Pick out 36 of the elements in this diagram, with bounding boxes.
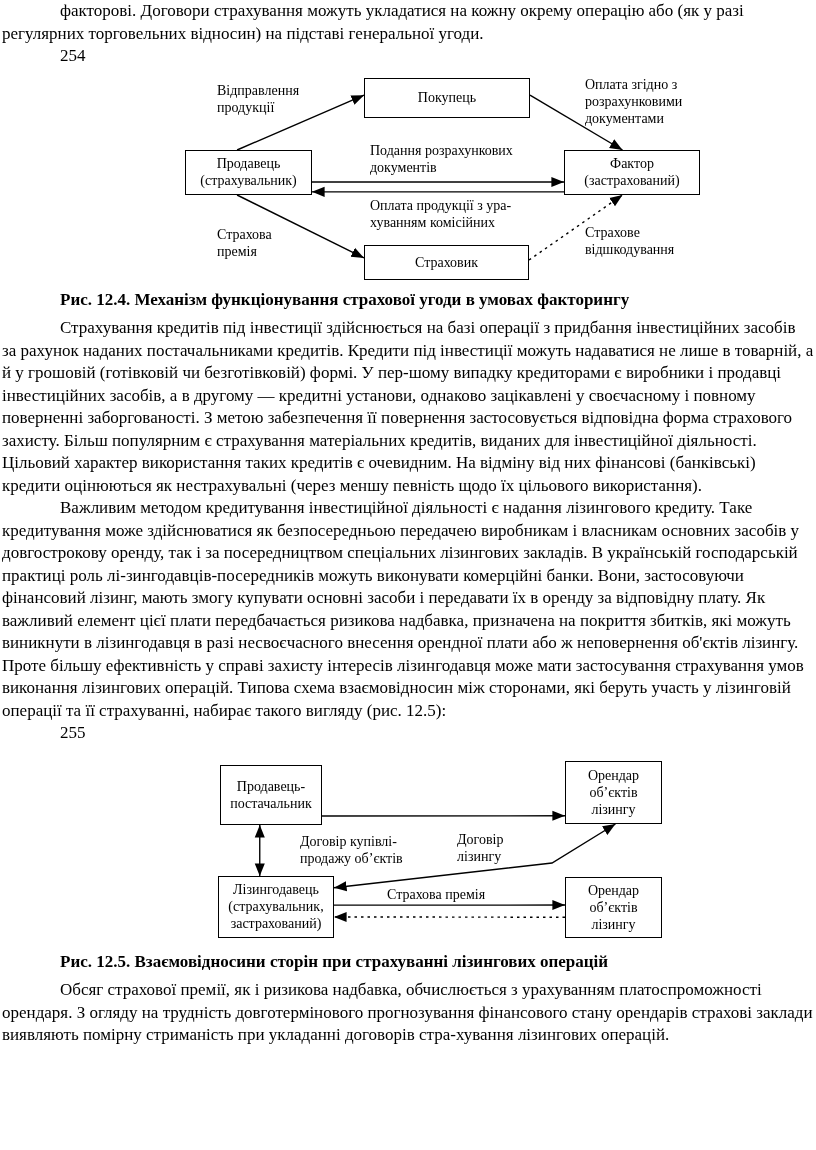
arrow <box>528 193 624 261</box>
arrow <box>333 899 566 910</box>
page-number: 254 <box>60 45 87 67</box>
page-number: 255 <box>60 722 87 744</box>
edge-label: Подання розрахункових документів <box>370 141 514 176</box>
party-box: Фактор (застрахований) <box>564 149 700 195</box>
figure-caption: Рис. 12.5. Взаємовідносини сторін при страхуванні лізингових операцій <box>60 950 610 973</box>
paragraph-text: Страхування кредитів під інвестиції здійснюється на базі операції з придбання інвестиційних засобів за рахунок наданих постачальниками кредитів. Кредити під інвестиції можуть надаватися не лише в товарній, а й у грошовій (готівковій чи безготівковій) формі. У пер-шому випадку кредиторами є виробники і продавці інвестиційних засобів, а в другому — кредитні установи, однаково зацікавлені у своєчасному і повному поверненні заборгованості. З метою забезпечення її повернення застосовується відповідна форма страхового захисту. Більш популярним є страхування матеріальних кредитів, виданих для інвестиційної діяльності. Цільовий характер використання таких кредитів є очевидним. На відміну від них фінансові (банківські) кредити оцінюються як нестрахувальні (через меншу певність щодо їх цільового використання). <box>2 317 814 497</box>
arrow <box>311 186 565 197</box>
paragraph-text: факторові. Договори страхування можуть укладатися на кожну окрему операцію або (як у разі регулярних торговельних відносин) на підставі генеральної угоди. <box>2 0 745 45</box>
paragraph-text: Важливим методом кредитування інвестиційної діяльності є надання лізингового кредиту. Таке кредитування може здійснюватися як безпосередньою передачею виробникам і власникам основних засобів у довгострокову оренду, так і за посередництвом спеціальних лізингових закладів. В українській господарській практиці роль лі-зингодавців-посередників можуть виконувати комерційні банки. Вони, застосовуючи фінансовий лізинг, мають змогу купувати основні засоби і передавати їх в оренду за відповідну плату. Як важливий елемент цієї плати передбачається ризикова надбавка, призначена на покриття збитків, які можуть виникнути в лізингодавця в разі несвоєчасного внесення орендної плати або ж неповернення об'єктів лізингу. Проте більшу ефективність у справі захисту інтересів лізингодавця може мати застосування страхування умов виконання лізингових операцій. Типова схема взаємовідносин між сторонами, які беруть участь у лізинговій операції та її страхуванні, набирає такого вигляду (рис. 12.5): <box>2 497 805 722</box>
party-box: Страховик <box>364 244 529 280</box>
edge-label: Відправлення продукції <box>217 81 301 116</box>
paragraph-text: Обсяг страхової премії, як і ризикова надбавка, обчислюється з урахуванням платоспроможності орендаря. З огляду на трудність довготермінового прогнозування фінансового стану орендарів страхові заклади виявляють помірну стриманість при укладанні договорів стра-хування лізингових операцій. <box>2 979 814 1046</box>
edge-label: Страхове відшкодування <box>585 223 676 258</box>
arrow <box>254 823 265 877</box>
arrow <box>321 810 566 821</box>
arrow <box>311 176 565 187</box>
party-box: Продавець-постачальник <box>220 764 322 825</box>
edge-label: Оплата продукції з ура-хуванням комісійних <box>370 196 513 231</box>
edge-label: Договір купівлі-продажу об’єктів <box>300 832 404 867</box>
arrow <box>529 94 624 151</box>
party-box: Лізингодавець (страхувальник, застрахований) <box>218 875 334 938</box>
edge-label: Оплата згідно з розрахунковими документами <box>585 75 684 127</box>
edge-label: Страхова премія <box>387 885 487 903</box>
party-box: Орендар об’єктів лізингу <box>565 876 662 938</box>
arrow <box>236 193 365 259</box>
party-box: Покупець <box>364 77 530 118</box>
edge-label: Договір лізингу <box>457 830 505 865</box>
edge-label: Страхова премія <box>217 225 273 260</box>
figure-caption: Рис. 12.4. Механізм функціонування страхової угоди в умовах факторингу <box>60 288 631 311</box>
arrow <box>333 822 617 891</box>
arrow <box>236 94 365 151</box>
party-box: Продавець (страхувальник) <box>185 149 312 195</box>
arrow <box>333 911 566 922</box>
party-box: Орендар об’єктів лізингу <box>565 760 662 824</box>
